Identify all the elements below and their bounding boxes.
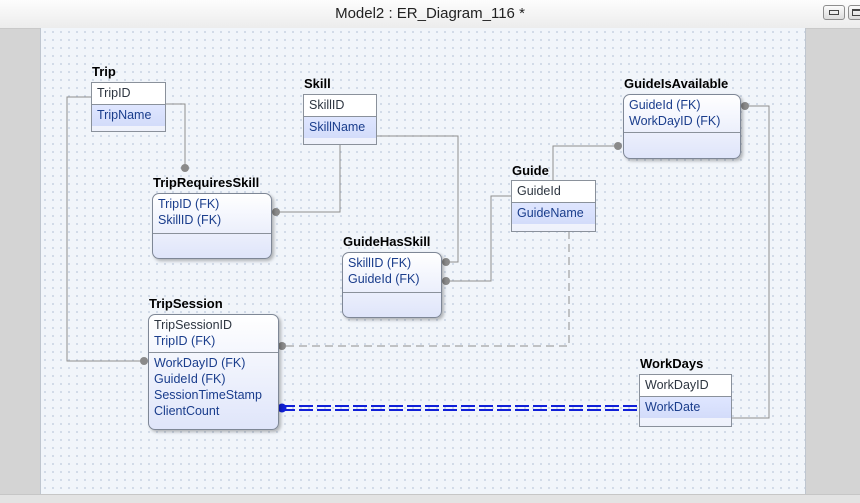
attribute-work-date[interactable]: WorkDate — [645, 400, 701, 414]
connector-dot — [272, 208, 280, 216]
entity-workdays-name: WorkDays — [640, 356, 704, 371]
relationship-trip-tripsession — [66, 96, 144, 362]
entity-skill[interactable]: SkillID SkillName — [303, 94, 377, 145]
relationship-guide-guideisavailable — [552, 145, 618, 180]
entity-key-section: WorkDayID — [640, 375, 731, 397]
restore-button[interactable] — [823, 5, 845, 20]
horizontal-scrollbar[interactable] — [0, 494, 860, 503]
entity-guideisavailable-name: GuideIsAvailable — [624, 76, 729, 91]
window-title: Model2 : ER_Diagram_116 * — [335, 5, 525, 22]
attribute-trip-name[interactable]: TripName — [97, 108, 152, 122]
attribute-guide-name[interactable]: GuideName — [517, 206, 584, 220]
attribute-skill-name[interactable]: SkillName — [309, 120, 366, 134]
connector-dot — [614, 142, 622, 150]
entity-key-section: TripSessionID TripID (FK) — [149, 315, 278, 353]
entity-key-section: GuideId (FK) WorkDayID (FK) — [624, 95, 740, 133]
entity-guide-name: Guide — [512, 163, 549, 178]
entity-attribute-section: TripName — [92, 105, 165, 126]
entity-workdays[interactable]: WorkDayID WorkDate — [639, 374, 732, 427]
entity-attribute-section: SkillName — [304, 117, 376, 138]
relationship-guide-guidehasskill — [446, 195, 511, 282]
attribute-guide-id-fk[interactable]: GuideId (FK) — [629, 98, 701, 112]
entity-guideisavailable[interactable]: GuideId (FK) WorkDayID (FK) — [623, 94, 741, 159]
relationship-guide-tripsession — [282, 231, 570, 347]
attribute-skill-id[interactable]: SkillID — [309, 98, 345, 112]
entity-guide[interactable]: GuideId GuideName — [511, 180, 596, 232]
relationship-skill-triprequiresskill — [276, 144, 341, 213]
entity-trip[interactable]: TripID TripName — [91, 82, 166, 132]
relationship-trip-triprequiresskill — [165, 103, 186, 167]
attribute-skill-id-fk[interactable]: SkillID (FK) — [348, 256, 412, 270]
connector-dot — [442, 277, 450, 285]
entity-key-section: SkillID — [304, 95, 376, 117]
entity-skill-name: Skill — [304, 76, 331, 91]
connector-dot — [140, 357, 148, 365]
connector-dot — [442, 258, 450, 266]
entity-guidehasskill-name: GuideHasSkill — [343, 234, 431, 249]
maximize-button[interactable] — [848, 5, 860, 20]
attribute-trip-id-fk[interactable]: TripID (FK) — [154, 334, 216, 348]
attribute-guide-id[interactable]: GuideId — [517, 184, 561, 198]
entity-triprequiresskill-name: TripRequiresSkill — [153, 175, 260, 190]
selected-connector-dot — [277, 403, 287, 413]
entity-key-section: TripID (FK) SkillID (FK) — [153, 194, 271, 234]
connector-dot — [278, 342, 286, 350]
entity-guidehasskill[interactable]: SkillID (FK) GuideId (FK) — [342, 252, 442, 318]
relationship-workdays-guideisavailable — [732, 105, 770, 419]
attribute-guide-id-fk[interactable]: GuideId (FK) — [154, 372, 226, 386]
maximize-icon — [852, 9, 860, 16]
entity-attribute-section: GuideName — [512, 203, 595, 224]
attribute-trip-id-fk[interactable]: TripID (FK) — [158, 197, 220, 211]
attribute-workday-id-fk[interactable]: WorkDayID (FK) — [154, 356, 246, 370]
entity-triprequiresskill[interactable]: TripID (FK) SkillID (FK) — [152, 193, 272, 259]
attribute-skill-id-fk[interactable]: SkillID (FK) — [158, 213, 222, 227]
attribute-trip-id[interactable]: TripID — [97, 86, 131, 100]
selected-relationship-workdays-tripsession — [281, 405, 639, 411]
attribute-workday-id-fk[interactable]: WorkDayID (FK) — [629, 114, 721, 128]
entity-tripsession-name: TripSession — [149, 296, 223, 311]
entity-key-section: GuideId — [512, 181, 595, 203]
attribute-tripsession-id[interactable]: TripSessionID — [154, 318, 233, 332]
connector-dot — [741, 102, 749, 110]
attribute-workday-id[interactable]: WorkDayID — [645, 378, 709, 392]
attribute-guide-id-fk[interactable]: GuideId (FK) — [348, 272, 420, 286]
entity-trip-name: Trip — [92, 64, 116, 79]
entity-tripsession[interactable]: TripSessionID TripID (FK) WorkDayID (FK)… — [148, 314, 279, 430]
attribute-session-timestamp[interactable]: SessionTimeStamp — [154, 388, 262, 402]
connector-dot — [181, 164, 189, 172]
restore-icon — [829, 10, 839, 15]
entity-attribute-section: WorkDate — [640, 397, 731, 418]
entity-attribute-section: WorkDayID (FK) GuideId (FK) SessionTimeS… — [149, 353, 278, 422]
entity-key-section: SkillID (FK) GuideId (FK) — [343, 253, 441, 293]
relationship-skill-guidehasskill — [376, 135, 459, 263]
attribute-client-count[interactable]: ClientCount — [154, 404, 220, 418]
entity-key-section: TripID — [92, 83, 165, 105]
